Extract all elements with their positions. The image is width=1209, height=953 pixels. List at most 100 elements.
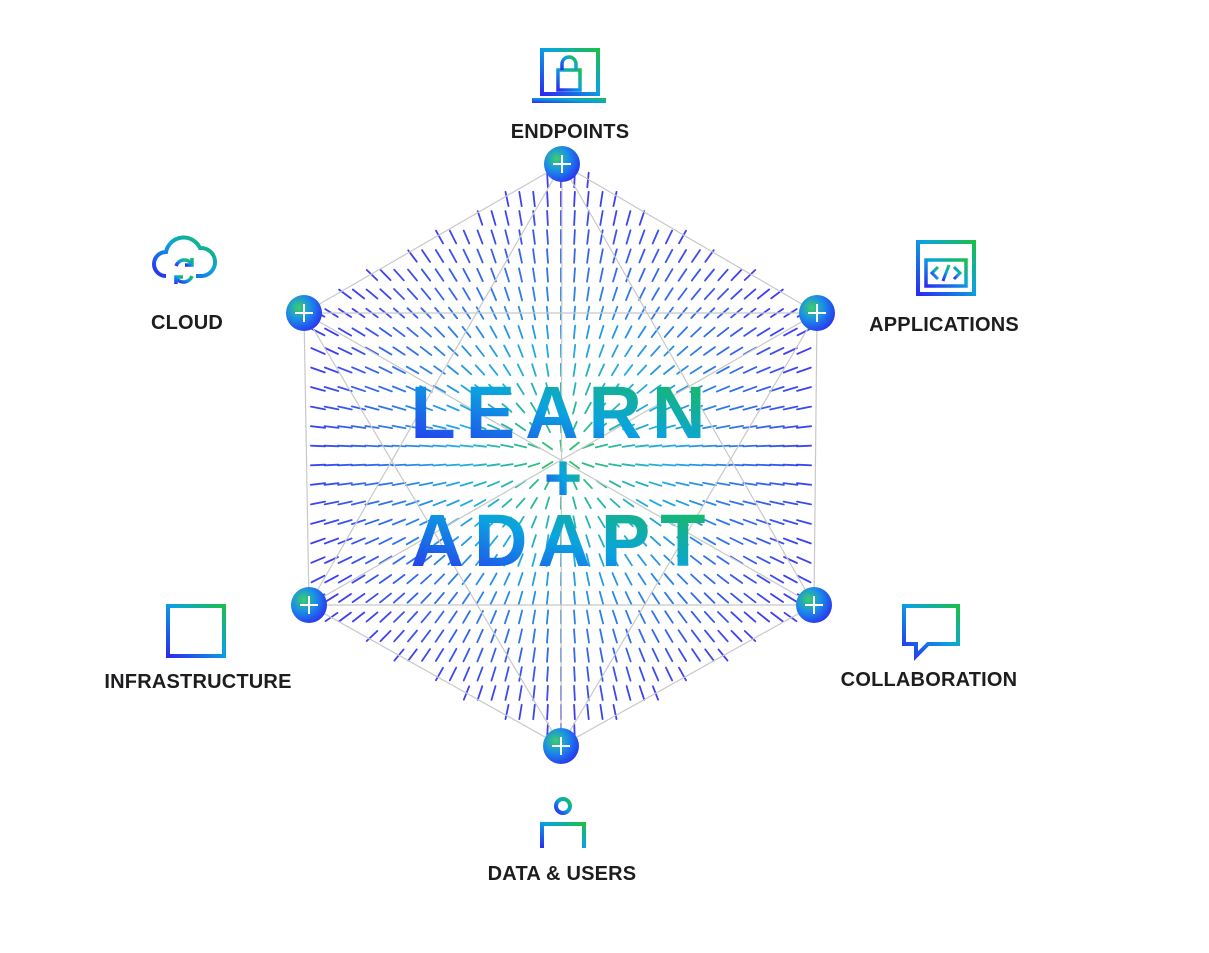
hatch-stroke-204 (310, 347, 326, 355)
hatch-stroke-706 (598, 590, 605, 606)
hatch-stroke-86 (612, 267, 618, 283)
hatch-stroke-309 (729, 385, 744, 393)
hatch-stroke-594 (585, 534, 591, 548)
hatch-stroke-691 (392, 592, 406, 604)
laptop-lock-icon (532, 48, 606, 103)
hatch-stroke-562 (649, 517, 662, 527)
hatch-stroke-804 (638, 647, 646, 663)
hatch-stroke-843 (638, 685, 646, 701)
hatch-stroke-317 (337, 405, 353, 411)
hatch-stroke-437 (459, 463, 474, 467)
chat-bubble-icon (902, 604, 960, 661)
hatch-stroke-298 (584, 382, 592, 396)
hatch-stroke-821 (573, 666, 576, 682)
hatch-stroke-231 (676, 345, 689, 357)
hatch-stroke-593 (572, 534, 577, 548)
hatch-stroke-241 (310, 366, 326, 374)
hatch-stroke-510 (446, 499, 460, 507)
hatch-stroke-404 (514, 443, 527, 449)
hatch-stroke-816 (504, 666, 510, 682)
hatch-stroke-768 (518, 628, 523, 644)
node-applications[interactable] (799, 295, 835, 331)
hatch-stroke-824 (612, 666, 618, 682)
hatch-stroke-239 (783, 347, 798, 355)
hatch-stroke-278 (310, 386, 326, 392)
hatch-stroke-315 (310, 405, 326, 411)
hatch-stroke-649 (324, 574, 339, 584)
hatch-stroke-80 (532, 267, 536, 283)
hatch-stroke-362 (446, 424, 460, 430)
hatch-stroke-747 (664, 610, 674, 624)
hatch-stroke-588 (502, 534, 512, 548)
hatch-stroke-314 (796, 386, 812, 392)
hatch-stroke-632 (598, 553, 605, 567)
hatch-stroke-262 (598, 363, 605, 377)
hatch-stroke-730 (434, 610, 445, 624)
hatch-stroke-422 (755, 444, 772, 448)
hatch-stroke-565 (689, 518, 703, 526)
hatch-stroke-793 (490, 647, 497, 663)
hatch-stroke-545 (419, 518, 433, 526)
hatch-stroke-584 (446, 536, 460, 546)
hatch-stroke-217 (489, 344, 498, 358)
hatch-stroke-847 (532, 703, 536, 721)
node-collaboration[interactable] (796, 587, 832, 623)
frame-line-11 (308, 163, 563, 606)
node-cloud[interactable] (286, 295, 322, 331)
hatch-stroke-277 (796, 366, 812, 374)
hatch-stroke-606 (742, 537, 758, 545)
hatch-stroke-809 (704, 648, 715, 662)
hatch-stroke-650 (337, 574, 353, 584)
hatch-stroke-716 (730, 592, 743, 604)
hatch-stroke-70 (393, 268, 405, 282)
hatch-stroke-178 (461, 325, 472, 339)
hatch-stroke-260 (572, 363, 577, 377)
hatch-stroke-326 (459, 404, 474, 412)
code-window-icon (916, 240, 976, 296)
hatch-stroke-354 (337, 425, 353, 429)
hatch-stroke-609 (782, 537, 799, 545)
hatch-stroke-53 (518, 248, 523, 264)
hatch-stroke-823 (599, 666, 604, 682)
hatch-stroke-240 (796, 347, 812, 355)
node-data_users[interactable] (543, 728, 579, 764)
hatch-stroke-341 (662, 404, 676, 412)
hatch-stroke-261 (585, 363, 591, 377)
hatch-stroke-707 (611, 591, 619, 605)
hatch-stroke-687 (338, 593, 352, 603)
hatch-stroke-249 (419, 365, 433, 375)
hatch-stroke-548 (460, 517, 473, 527)
hatch-stroke-512 (473, 499, 487, 507)
hatch-stroke-550 (488, 516, 499, 528)
hatch-stroke-496 (755, 482, 772, 486)
hatch-stroke-329 (501, 403, 513, 413)
hatch-stroke-684 (796, 574, 812, 584)
hatch-stroke-572 (782, 519, 799, 525)
hatch-stroke-253 (474, 364, 486, 376)
hatch-stroke-582 (419, 536, 433, 546)
hatch-stroke-704 (573, 590, 576, 606)
hatch-stroke-660 (475, 572, 485, 586)
hatch-stroke-171 (365, 327, 379, 337)
hatch-stroke-846 (518, 704, 523, 720)
node-endpoints[interactable] (544, 146, 580, 182)
hatch-stroke-13 (476, 210, 484, 226)
hatch-stroke-603 (702, 536, 717, 546)
hatch-stroke-445 (569, 460, 580, 470)
hatch-stroke-575 (323, 537, 340, 545)
hatch-stroke-568 (729, 518, 744, 526)
hatch-stroke-73 (434, 268, 445, 282)
hatch-stroke-511 (459, 499, 474, 507)
hatch-stroke-815 (490, 666, 497, 682)
hatch-stroke-418 (702, 444, 717, 448)
hatch-stroke-123 (690, 287, 702, 301)
hatch-stroke-480 (544, 477, 551, 491)
hatch-stroke-541 (364, 518, 380, 526)
node-infrastructure[interactable] (291, 587, 327, 623)
hatch-stroke-223 (572, 343, 577, 359)
hatch-stroke-464 (323, 482, 340, 486)
hatch-stroke-569 (742, 518, 758, 526)
hatch-stroke-203 (796, 327, 812, 337)
hatch-stroke-696 (461, 591, 472, 605)
